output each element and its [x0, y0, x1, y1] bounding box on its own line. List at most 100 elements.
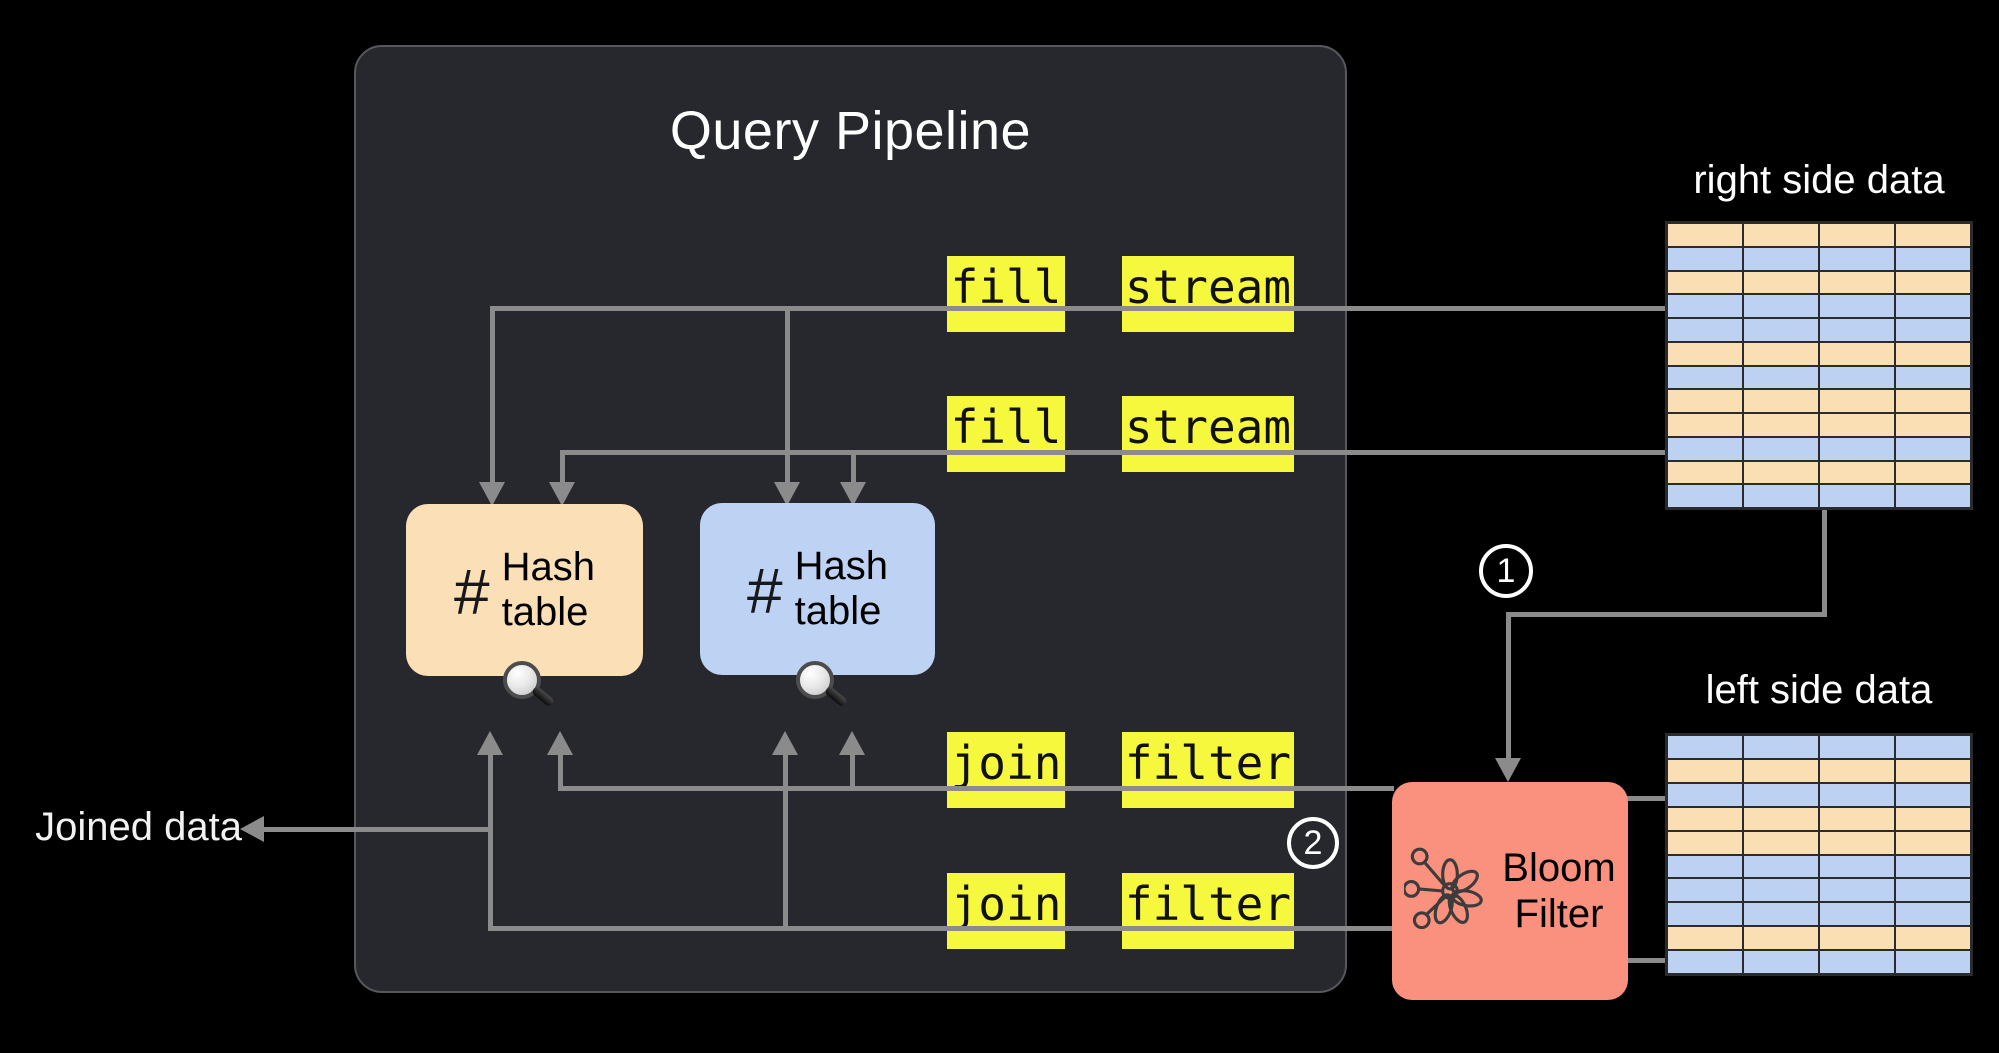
connector-line	[947, 306, 1294, 311]
table-row	[1667, 294, 1971, 318]
page-title: Query Pipeline	[669, 101, 1032, 161]
table-row	[1667, 902, 1971, 927]
joined-data-label: Joined data	[35, 805, 242, 849]
table-cell	[1667, 246, 1743, 271]
table-cell	[1743, 735, 1819, 759]
table-cell	[1895, 270, 1971, 295]
op-label-fill-1: fill	[947, 256, 1065, 332]
op-label-fill-2: fill	[947, 396, 1065, 472]
table-row	[1667, 926, 1971, 951]
right-side-data-table	[1665, 221, 1973, 510]
table-cell	[1819, 854, 1895, 879]
table-cell	[1895, 782, 1971, 807]
connector-line	[560, 450, 565, 482]
table-row	[1667, 341, 1971, 366]
connector-right-table-down	[1822, 510, 1827, 616]
table-cell	[1743, 758, 1819, 783]
connector-line	[947, 926, 1294, 931]
step-2-badge: 2	[1287, 817, 1339, 869]
table-cell	[1819, 484, 1895, 508]
op-label-stream-2: stream	[1122, 396, 1294, 472]
arrow-down-icon	[549, 482, 575, 506]
table-row	[1667, 782, 1971, 807]
table-cell	[1819, 735, 1895, 759]
table-cell	[1667, 782, 1743, 807]
op-label-stream-1: stream	[1122, 256, 1294, 332]
table-cell	[1819, 341, 1895, 366]
connector-into-bloom	[1506, 612, 1511, 758]
table-cell	[1895, 950, 1971, 975]
op-label-join-1: join	[947, 732, 1065, 808]
table-row	[1667, 854, 1971, 879]
right-table-title: right side data	[1693, 158, 1945, 202]
arrow-down-icon	[479, 482, 505, 506]
connector-line	[783, 753, 788, 931]
table-cell	[1743, 926, 1819, 951]
table-cell	[1667, 223, 1743, 247]
table-cell	[1743, 341, 1819, 366]
arrow-down-icon	[1495, 758, 1521, 782]
table-row	[1667, 389, 1971, 413]
arrow-down-icon	[774, 482, 800, 506]
table-cell	[1819, 902, 1895, 927]
table-cell	[1895, 735, 1971, 759]
connector-bloom-to-left-table-1	[1626, 796, 1665, 801]
table-cell	[1743, 460, 1819, 485]
table-cell	[1895, 413, 1971, 437]
table-row	[1667, 246, 1971, 271]
table-cell	[1895, 460, 1971, 485]
table-cell	[1895, 246, 1971, 271]
table-cell	[1895, 878, 1971, 903]
table-cell	[1895, 902, 1971, 927]
table-cell	[1667, 318, 1743, 342]
table-cell	[1667, 436, 1743, 461]
table-cell	[1667, 270, 1743, 295]
table-cell	[1743, 806, 1819, 831]
table-cell	[1743, 223, 1819, 247]
table-cell	[1743, 389, 1819, 413]
bloom-filter-label-line1: Bloom	[1502, 846, 1616, 890]
table-row	[1667, 223, 1971, 247]
table-cell	[1895, 365, 1971, 390]
table-row	[1667, 365, 1971, 390]
table-cell	[1667, 365, 1743, 390]
table-cell	[1819, 460, 1895, 485]
connector-line	[851, 450, 856, 482]
connector-line	[1506, 612, 1827, 617]
table-cell	[1819, 246, 1895, 271]
table-cell	[1819, 806, 1895, 831]
connector-line	[947, 450, 1294, 455]
connector-join-filter-2	[488, 926, 1394, 931]
table-cell	[1895, 389, 1971, 413]
table-cell	[1667, 878, 1743, 903]
table-cell	[1895, 758, 1971, 783]
table-cell	[1743, 854, 1819, 879]
table-row	[1667, 878, 1971, 903]
magnifier-icon	[503, 661, 541, 699]
table-row	[1667, 270, 1971, 295]
table-cell	[1667, 413, 1743, 437]
table-cell	[1819, 830, 1895, 855]
connector-bloom-to-left-table-2	[1626, 958, 1665, 963]
table-cell	[1667, 854, 1743, 879]
table-cell	[1743, 246, 1819, 271]
hash-icon: #	[747, 555, 783, 627]
hash-table-label: Hash table	[502, 545, 595, 635]
table-row	[1667, 413, 1971, 437]
table-cell	[1819, 318, 1895, 342]
table-cell	[1895, 341, 1971, 366]
table-cell	[1743, 318, 1819, 342]
table-cell	[1819, 365, 1895, 390]
table-cell	[1667, 758, 1743, 783]
table-row	[1667, 484, 1971, 508]
table-cell	[1895, 806, 1971, 831]
table-cell	[1743, 365, 1819, 390]
table-cell	[1667, 460, 1743, 485]
hash-table-label-line1: Hash	[794, 544, 888, 589]
hash-icon: #	[454, 556, 490, 628]
connector-line	[850, 753, 855, 791]
table-cell	[1819, 926, 1895, 951]
table-row	[1667, 806, 1971, 831]
table-cell	[1667, 484, 1743, 508]
